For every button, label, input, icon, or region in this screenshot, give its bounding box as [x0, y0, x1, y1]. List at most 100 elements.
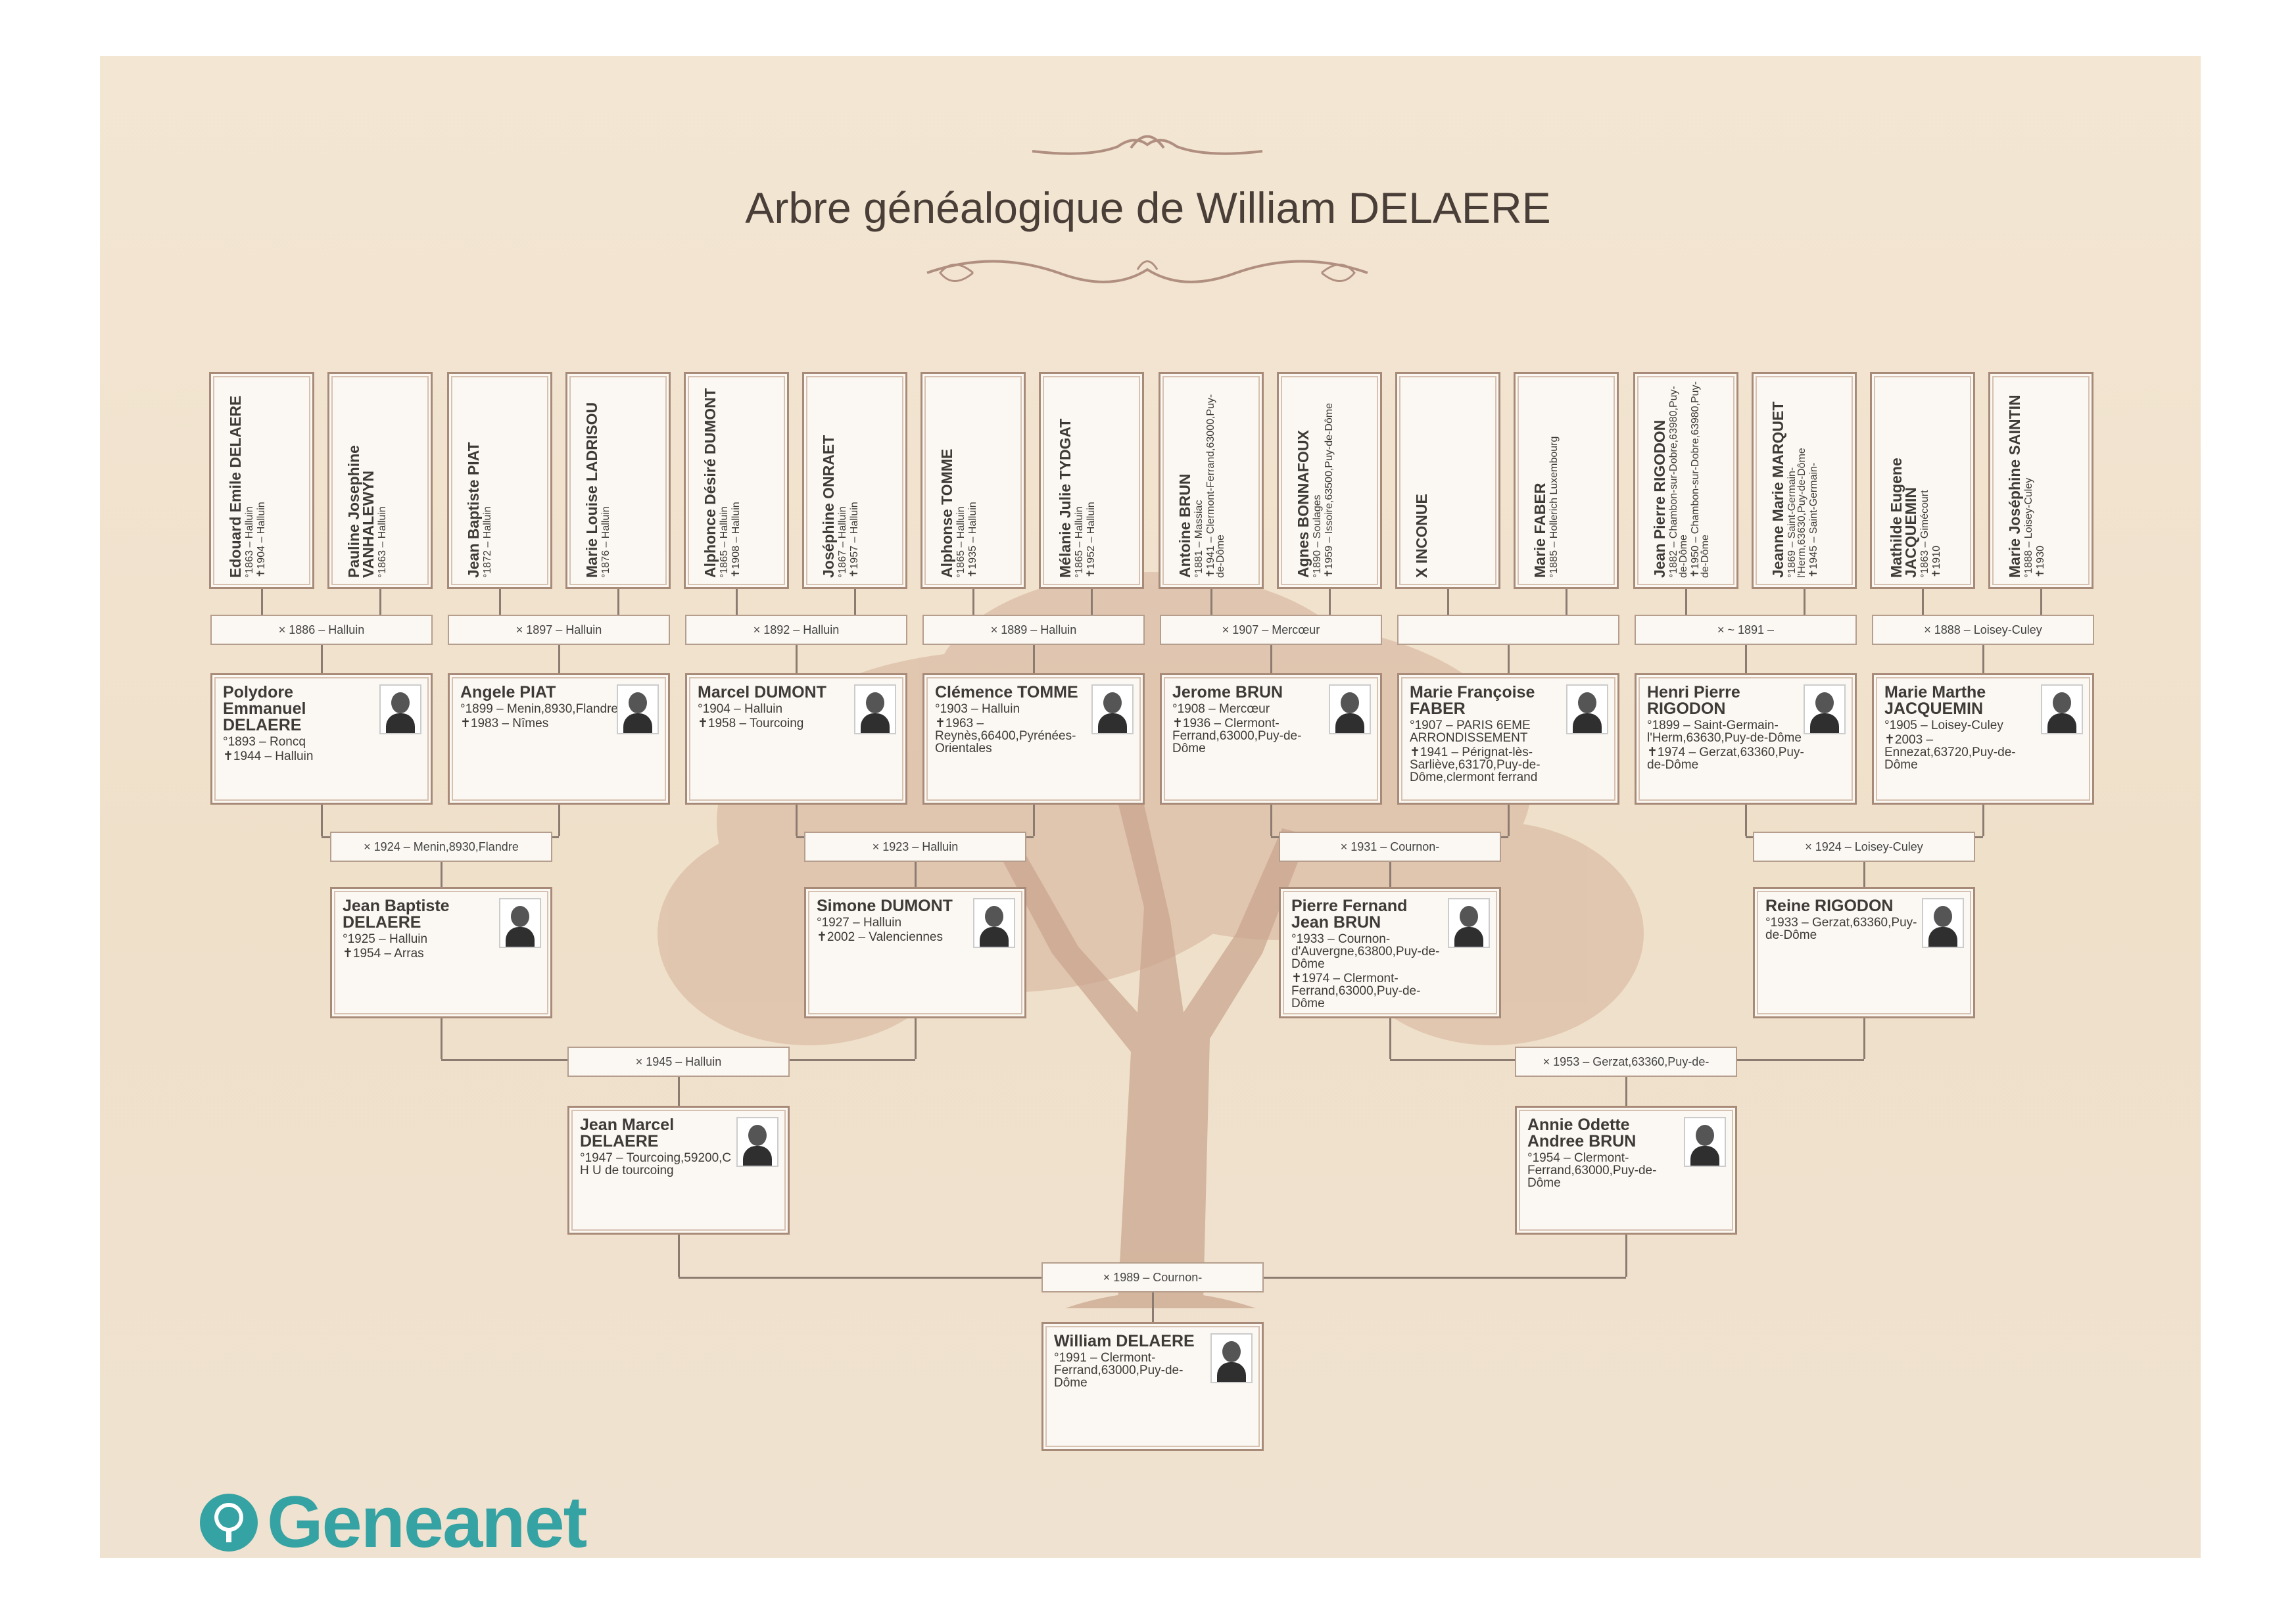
person-life-event: °1947 – Tourcoing,59200,C H U de tourcoi… — [580, 1151, 732, 1177]
portrait-photo — [499, 898, 541, 948]
person-card[interactable]: Antoine BRUN°1881 – Massiac✝1941 – Clerm… — [1159, 372, 1264, 589]
person-card[interactable]: Henri Pierre RIGODON°1899 – Saint-Germai… — [1635, 673, 1857, 805]
person-card[interactable]: Marcel DUMONT°1904 – Halluin✝1958 – Tour… — [685, 673, 907, 805]
person-card[interactable]: Clémence TOMME°1903 – Halluin✝1963 – Rey… — [922, 673, 1145, 805]
connector-line — [972, 589, 974, 615]
connector-line — [321, 805, 323, 836]
connector-line — [558, 805, 560, 836]
person-text: Agnes BONNAFOUX°1890 – Soulages✝1959 – I… — [1295, 381, 1335, 579]
person-life-event: °1867 – Halluin — [837, 506, 848, 578]
person-life-event: °1863 – Halluin — [244, 506, 255, 578]
person-text: Edouard Emile DELAERE°1863 – Halluin✝190… — [227, 381, 267, 578]
person-life-event: ✝1944 – Halluin — [223, 749, 314, 763]
person-card[interactable]: Marie Marthe JACQUEMIN°1905 – Loisey-Cul… — [1872, 673, 2094, 805]
person-card[interactable]: Joséphine ONRAET°1867 – Halluin✝1957 – H… — [802, 372, 907, 589]
person-life-event: °1908 – Mercœur — [1172, 702, 1270, 716]
person-text: Alphonce Désiré DUMONT°1865 – Halluin✝19… — [702, 381, 742, 578]
person-life-event: °1890 – Soulages — [1312, 494, 1323, 579]
marriage-label: × 1892 – Halluin — [685, 615, 907, 645]
person-text: Antoine BRUN°1881 – Massiac✝1941 – Clerm… — [1176, 381, 1226, 578]
person-card[interactable]: Alphonce Désiré DUMONT°1865 – Halluin✝19… — [684, 372, 789, 589]
person-life-event: ✝1941 – Clermont-Ferrand,63000,Puy-de-Dô… — [1205, 394, 1226, 578]
marriage-label: × 1953 – Gerzat,63360,Puy-de- — [1515, 1047, 1737, 1077]
person-life-event: °1865 – Halluin — [1074, 506, 1085, 578]
person-life-event: °1893 – Roncq — [223, 735, 306, 749]
person-name: William DELAERE — [1054, 1332, 1195, 1350]
person-text: Mélanie Julie TYDGAT°1865 – Halluin✝1952… — [1057, 381, 1097, 578]
marriage-label: × ~ 1891 – — [1635, 615, 1857, 645]
title-ornament-top — [1032, 135, 1263, 155]
person-card[interactable]: Pauline Josephine VANHALEWYN°1863 – Hall… — [327, 372, 433, 589]
person-name: Marie Joséphine SAINTIN — [2006, 394, 2023, 578]
portrait-photo — [1922, 898, 1964, 948]
person-card[interactable]: Mélanie Julie TYDGAT°1865 – Halluin✝1952… — [1039, 372, 1144, 589]
person-text: Marie Joséphine SAINTIN°1888 – Loisey-Cu… — [2006, 381, 2046, 578]
person-life-event: °1899 – Menin,8930,Flandre — [460, 702, 618, 716]
person-life-event: °1933 – Cournon-d'Auvergne,63800,Puy-de-… — [1291, 932, 1440, 971]
person-card[interactable]: Edouard Emile DELAERE°1863 – Halluin✝190… — [209, 372, 314, 589]
person-card[interactable]: Jean Marcel DELAERE°1947 – Tourcoing,592… — [567, 1106, 790, 1235]
person-life-event: ✝1910 — [1931, 546, 1942, 578]
person-card[interactable]: Mathilde Eugene JACQUEMIN°1863 – Gimécou… — [1870, 372, 1975, 589]
person-card[interactable]: Jean Pierre RIGODON°1882 – Chambon-sur-D… — [1633, 372, 1738, 589]
marriage-label: × 1945 – Halluin — [567, 1047, 790, 1077]
person-name: Agnes BONNAFOUX — [1295, 430, 1312, 578]
person-card[interactable]: Jean Baptiste PIAT°1872 – Halluin — [447, 372, 552, 589]
person-life-event: ✝1983 – Nîmes — [460, 717, 549, 730]
connector-line — [1508, 805, 1510, 836]
person-card[interactable]: William DELAERE°1991 – Clermont-Ferrand,… — [1041, 1322, 1264, 1451]
person-life-event: °1899 – Saint-Germain-l'Herm,63630,Puy-d… — [1647, 719, 1802, 745]
connector-line — [1745, 805, 1747, 836]
person-life-event: °1881 – Massiac — [1193, 500, 1205, 578]
person-card[interactable]: Jean Baptiste DELAERE°1925 – Halluin✝195… — [330, 887, 552, 1018]
person-name: Pauline Josephine VANHALEWYN — [345, 445, 377, 578]
person-card[interactable]: Marie Louise LADRISOU°1876 – Halluin — [565, 372, 671, 589]
person-card[interactable]: Simone DUMONT°1927 – Halluin✝2002 – Vale… — [804, 887, 1026, 1018]
marriage-label: × 1931 – Cournon- — [1279, 832, 1501, 862]
person-card[interactable]: Agnes BONNAFOUX°1890 – Soulages✝1959 – I… — [1277, 372, 1382, 589]
person-text: Marie Louise LADRISOU°1876 – Halluin — [583, 381, 611, 578]
connector-line — [1922, 589, 1924, 615]
person-text: Jean Pierre RIGODON°1882 – Chambon-sur-D… — [1651, 381, 1711, 578]
person-text: Marie FABER°1885 – Hollerich Luxembourg — [1531, 381, 1560, 578]
connector-line — [1210, 589, 1212, 615]
person-card[interactable]: Marie Françoise FABER°1907 – PARIS 6EME … — [1397, 673, 1619, 805]
person-name: Alphonse TOMME — [938, 448, 955, 578]
person-card[interactable]: Marie FABER°1885 – Hollerich Luxembourg — [1514, 372, 1619, 589]
portrait-photo — [736, 1117, 778, 1167]
person-life-event: ✝1974 – Gerzat,63360,Puy-de-Dôme — [1647, 746, 1804, 772]
person-card[interactable]: Jerome BRUN°1908 – Mercœur✝1936 – Clermo… — [1160, 673, 1382, 805]
connector-line — [1329, 589, 1331, 615]
connector-line — [1447, 589, 1449, 615]
person-life-event: °1927 – Halluin — [817, 916, 902, 930]
connector-line — [1091, 589, 1093, 615]
connector-line — [678, 1059, 680, 1106]
person-name: Pierre Fernand Jean BRUN — [1291, 897, 1408, 932]
person-text: Jean Baptiste PIAT°1872 – Halluin — [465, 381, 493, 578]
person-card[interactable]: Pierre Fernand Jean BRUN°1933 – Cournon-… — [1279, 887, 1501, 1018]
person-life-event: °1882 – Chambon-sur-Dobre,63980,Puy-de-D… — [1668, 386, 1689, 578]
connector-line — [1152, 1277, 1154, 1322]
person-name: Marie Françoise FABER — [1410, 683, 1535, 718]
person-life-event: ✝1950 – Chambon-sur-Dobre,63980,Puy-de-D… — [1690, 381, 1711, 578]
person-card[interactable]: Angele PIAT°1899 – Menin,8930,Flandre✝19… — [448, 673, 670, 805]
person-card[interactable]: Marie Joséphine SAINTIN°1888 – Loisey-Cu… — [1988, 372, 2093, 589]
person-life-event: ✝1954 – Arras — [343, 947, 424, 960]
person-name: X INCONUE — [1413, 494, 1430, 578]
person-name: Angele PIAT — [460, 683, 556, 701]
person-card[interactable]: Reine RIGODON°1933 – Gerzat,63360,Puy-de… — [1753, 887, 1975, 1018]
person-name: Joséphine ONRAET — [820, 435, 837, 578]
person-life-event: ✝1930 — [2035, 546, 2046, 578]
person-card[interactable]: Polydore Emmanuel DELAERE°1893 – Roncq✝1… — [210, 673, 433, 805]
person-card[interactable]: Jeanne Marie MARQUET°1869 – Saint-Germai… — [1752, 372, 1857, 589]
person-card[interactable]: Alphonse TOMME°1865 – Halluin✝1935 – Hal… — [921, 372, 1026, 589]
person-card[interactable]: X INCONUE — [1395, 372, 1500, 589]
connector-line — [1389, 1018, 1391, 1059]
geneanet-logo: Geneanet — [197, 1481, 587, 1564]
person-text: Alphonse TOMME°1865 – Halluin✝1935 – Hal… — [938, 381, 978, 578]
person-life-event: ✝1959 – Issoire,63500,Puy-de-Dôme — [1324, 403, 1335, 578]
person-card[interactable]: Annie Odette Andree BRUN°1954 – Clermont… — [1515, 1106, 1737, 1235]
connector-line — [1863, 1018, 1865, 1059]
portrait-photo — [1804, 684, 1846, 734]
person-name: Marie Marthe JACQUEMIN — [1884, 683, 1986, 718]
